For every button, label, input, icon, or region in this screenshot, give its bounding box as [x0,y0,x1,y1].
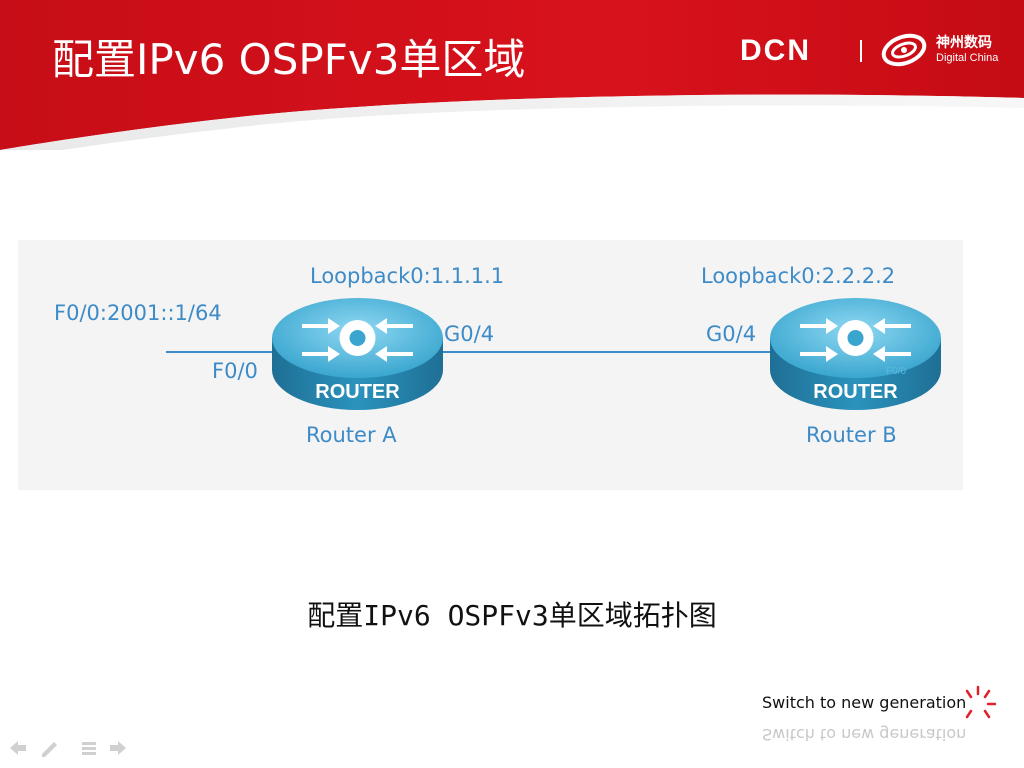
slogan-reflection: Switch to new generation [762,725,967,744]
router-a-loopback: Loopback0:1.1.1.1 [310,264,505,288]
router-b-icon-label: ROUTER [813,381,898,403]
router-b-name: Router B [806,423,897,447]
router-a-g0-label: G0/4 [444,322,495,346]
burst-icon [965,685,997,719]
router-b-icon: F0/0 ROUTER [770,298,941,410]
dcn-logo-text: DCN [740,34,811,67]
logo-separator [860,40,862,62]
router-a-f0-address: F0/0:2001::1/64 [54,301,222,325]
slogan: Switch to new generation [762,693,967,712]
company-name-en: Digital China [936,52,999,64]
slide-nav-controls [10,741,126,757]
diagram-caption: 配置IPv6 OSPFv3单区域拓扑图 [307,599,717,632]
router-b-g0-label: G0/4 [706,322,757,346]
slide-title: 配置IPv6 OSPFv3单区域 [52,35,526,84]
menu-icon[interactable] [82,742,96,745]
company-name-cn: 神州数码 [936,35,992,51]
router-a-f0-label: F0/0 [212,359,258,383]
router-a-name: Router A [306,423,397,447]
next-slide-icon[interactable] [110,741,126,755]
header-background [0,0,1024,160]
router-b-port-label: F0/0 [886,366,906,377]
slide-header: 配置IPv6 OSPFv3单区域 DCN 神州数码 Digital China [0,0,1024,160]
pen-icon[interactable] [42,742,57,757]
digital-china-logo-icon [881,33,927,67]
router-a-icon: ROUTER [272,298,443,410]
router-a-icon-label: ROUTER [315,381,400,403]
prev-slide-icon[interactable] [10,741,26,755]
router-b-loopback: Loopback0:2.2.2.2 [701,264,896,288]
